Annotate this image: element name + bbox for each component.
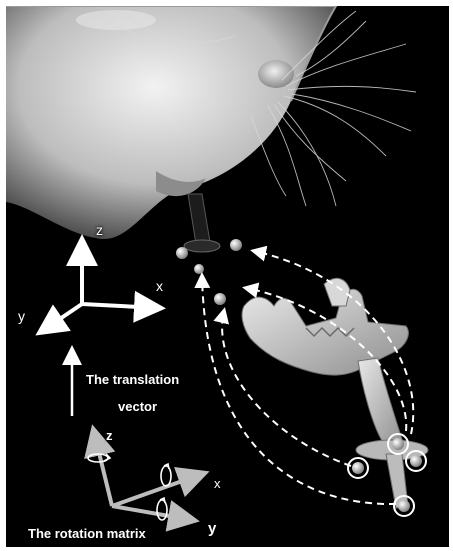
rotation-z-axis [94,432,112,506]
jaw-bone-model [242,278,428,508]
implant-rod [184,194,220,252]
world-y-axis [42,304,82,331]
rotation-z-label: z [106,428,113,443]
rotation-matrix-label: The rotation matrix [28,526,146,541]
photo-frame: z x y The translation vector z x y The r… [6,6,449,547]
rotation-y-label: y [208,520,216,537]
world-x-label: x [156,278,163,294]
translation-label-line2: vector [118,399,157,414]
rotation-axes [94,432,202,520]
rotation-x-axis [112,474,202,506]
world-x-axis [82,304,158,308]
rotation-x-label: x [214,476,221,491]
translation-label-line1: The translation [86,372,179,387]
world-z-label: z [96,222,103,238]
world-y-label: y [18,308,25,324]
rat-motion-capture-illustration [6,6,449,547]
world-axes [42,242,158,331]
rotation-y-axis [112,506,192,520]
